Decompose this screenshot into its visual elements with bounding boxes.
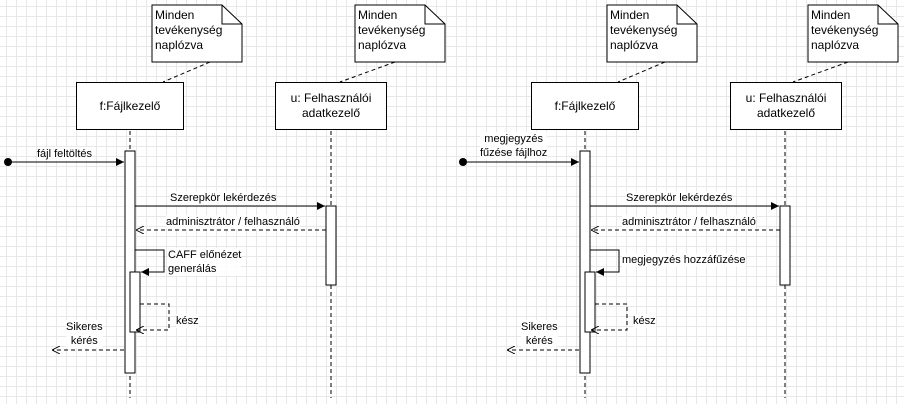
activation-bar xyxy=(129,271,141,333)
lifeline-label: u: Felhasználói adatkezelő xyxy=(745,91,827,120)
message-label-role-query: Szerepkör lekérdezés xyxy=(170,191,277,205)
activation-bar xyxy=(124,150,136,374)
lifeline-label: u: Felhasználói adatkezelő xyxy=(290,91,372,120)
lifeline-label: f:Fájlkezelő xyxy=(99,98,161,113)
message-label-incoming: megjegyzés fűzése fájlhoz xyxy=(480,132,548,160)
activation-bar xyxy=(325,205,337,286)
message-label-incoming: fájl feltöltés xyxy=(37,147,93,161)
lifeline-header-felhasznaloi-adatkezelo[interactable]: u: Felhasználói adatkezelő xyxy=(730,82,842,130)
activation-bar xyxy=(584,271,596,333)
lifeline-header-filekezelo[interactable]: f:Fájlkezelő xyxy=(76,82,184,130)
lifeline-label: f:Fájlkezelő xyxy=(554,98,616,113)
arrow-self-call xyxy=(135,249,165,276)
note-text: Minden tevékenység naplózva xyxy=(155,8,223,52)
note-shape xyxy=(606,4,698,63)
activation-bar xyxy=(779,205,791,286)
message-label-outgoing: Sikeres kérés xyxy=(66,320,103,348)
arrow-self-return xyxy=(591,303,628,330)
note-shape xyxy=(807,4,899,63)
message-label-role-query: Szerepkör lekérdezés xyxy=(626,191,733,205)
note-connector xyxy=(339,61,396,83)
note-shape xyxy=(354,4,446,63)
note-text: Minden tevékenység naplózva xyxy=(811,8,879,52)
activation-bar xyxy=(579,150,591,374)
note-connector xyxy=(792,61,849,83)
sequence-diagram-2 xyxy=(459,4,899,398)
lifeline-header-felhasznaloi-adatkezelo[interactable]: u: Felhasználói adatkezelő xyxy=(275,82,387,130)
message-label-done: kész xyxy=(176,314,199,328)
message-label-outgoing: Sikeres kérés xyxy=(521,320,558,348)
message-label-self-call: megjegyzés hozzáfűzése xyxy=(622,253,746,267)
message-label-done: kész xyxy=(633,314,656,328)
lifeline-header-filekezelo[interactable]: f:Fájlkezelő xyxy=(531,82,639,130)
sequence-diagram-1 xyxy=(4,4,446,398)
arrow-self-call xyxy=(590,249,620,276)
note-connector xyxy=(162,61,211,83)
note-text: Minden tevékenység naplózva xyxy=(358,8,426,52)
message-label-self-call: CAFF előnézet generálás xyxy=(168,248,242,276)
message-label-role-reply: adminisztrátor / felhasználó xyxy=(622,215,756,229)
arrow-self-return xyxy=(136,303,170,330)
note-shape xyxy=(151,4,243,63)
note-text: Minden tevékenység naplózva xyxy=(610,8,678,52)
note-connector xyxy=(617,61,666,83)
message-label-role-reply: adminisztrátor / felhasználó xyxy=(166,215,300,229)
